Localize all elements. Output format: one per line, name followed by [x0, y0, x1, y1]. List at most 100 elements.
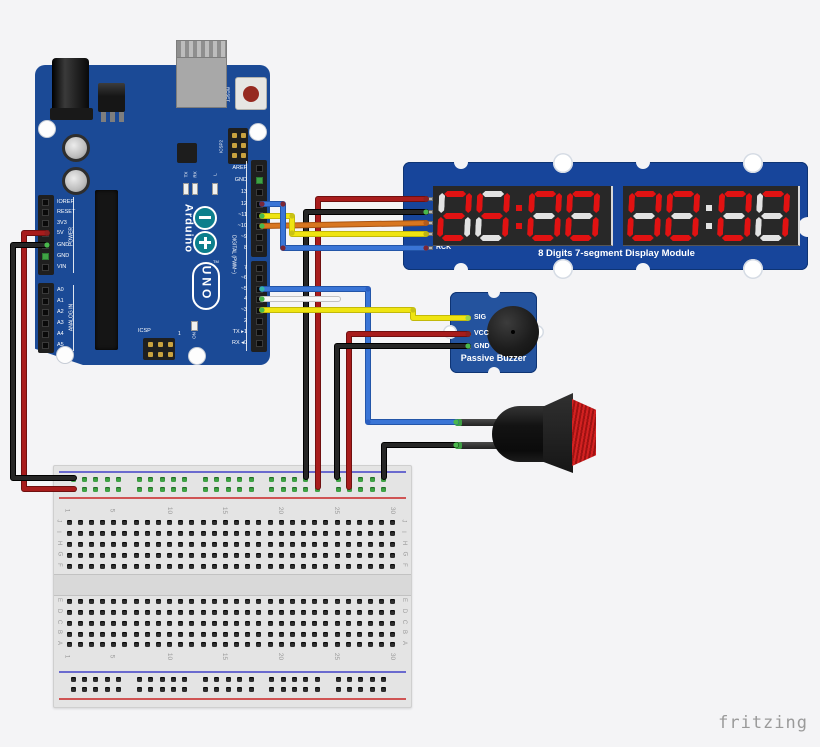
- rail-hole[interactable]: [81, 486, 87, 492]
- breadboard-hole[interactable]: [323, 631, 329, 637]
- breadboard-hole[interactable]: [77, 641, 83, 647]
- breadboard-hole[interactable]: [189, 641, 195, 647]
- breadboard-hole[interactable]: [66, 609, 72, 615]
- breadboard-hole[interactable]: [189, 552, 195, 558]
- breadboard-hole[interactable]: [133, 641, 139, 647]
- breadboard-hole[interactable]: [104, 676, 110, 682]
- breadboard-hole[interactable]: [66, 530, 72, 536]
- breadboard-hole[interactable]: [167, 609, 173, 615]
- breadboard-hole[interactable]: [66, 519, 72, 525]
- breadboard-hole[interactable]: [323, 598, 329, 604]
- digital-pin-AREF[interactable]: [255, 164, 263, 172]
- rail-hole[interactable]: [203, 486, 208, 492]
- breadboard-hole[interactable]: [222, 541, 228, 547]
- breadboard-hole[interactable]: [245, 541, 251, 547]
- breadboard-hole[interactable]: [234, 631, 240, 637]
- breadboard-hole[interactable]: [312, 563, 318, 569]
- breadboard-hole[interactable]: [93, 676, 99, 682]
- breadboard-hole[interactable]: [144, 519, 150, 525]
- rail-hole[interactable]: [214, 476, 220, 482]
- rail-hole[interactable]: [237, 476, 243, 482]
- breadboard-hole[interactable]: [178, 530, 184, 536]
- breadboard-hole[interactable]: [155, 519, 161, 525]
- breadboard-hole[interactable]: [148, 686, 154, 692]
- connection-dot[interactable]: [365, 286, 371, 292]
- seven-segment-display-module[interactable]: VCC GND DIO SCK RCK 8 Digits 7-segment D…: [403, 153, 818, 279]
- breadboard-hole[interactable]: [267, 552, 273, 558]
- breadboard-hole[interactable]: [144, 620, 150, 626]
- breadboard-hole[interactable]: [245, 530, 251, 536]
- breadboard-hole[interactable]: [334, 519, 340, 525]
- breadboard-hole[interactable]: [379, 552, 385, 558]
- power-pin-RESET[interactable]: [41, 208, 49, 216]
- breadboard-hole[interactable]: [222, 609, 228, 615]
- breadboard-hole[interactable]: [211, 609, 217, 615]
- buzzer-pin-gnd[interactable]: GND: [474, 343, 490, 350]
- digital-pin-~6[interactable]: [255, 274, 263, 282]
- rail-hole[interactable]: [182, 486, 188, 492]
- breadboard-hole[interactable]: [144, 563, 150, 569]
- breadboard-hole[interactable]: [312, 631, 318, 637]
- rail-hole[interactable]: [248, 486, 254, 492]
- breadboard-hole[interactable]: [248, 686, 254, 692]
- breadboard-hole[interactable]: [200, 609, 206, 615]
- breadboard-hole[interactable]: [368, 620, 374, 626]
- rail-hole[interactable]: [280, 476, 286, 482]
- wire-buzzer-sig-yellow[interactable]: [260, 308, 470, 320]
- breadboard-hole[interactable]: [278, 519, 284, 525]
- breadboard-hole[interactable]: [100, 519, 105, 525]
- breadboard-hole[interactable]: [81, 686, 87, 692]
- breadboard-hole[interactable]: [379, 641, 385, 647]
- wire-dio-orange[interactable]: [260, 221, 428, 228]
- breadboard-hole[interactable]: [234, 641, 240, 647]
- breadboard-hole[interactable]: [144, 530, 150, 536]
- breadboard-hole[interactable]: [222, 641, 228, 647]
- breadboard-hole[interactable]: [368, 609, 374, 615]
- rail-hole[interactable]: [116, 476, 122, 482]
- breadboard-hole[interactable]: [292, 686, 297, 692]
- breadboard-hole[interactable]: [245, 598, 251, 604]
- connected-gnd-pin[interactable]: [255, 176, 263, 184]
- breadboard-hole[interactable]: [356, 641, 362, 647]
- breadboard-hole[interactable]: [334, 598, 340, 604]
- breadboard-hole[interactable]: [278, 631, 284, 637]
- connection-dot[interactable]: [280, 201, 286, 207]
- breadboard-hole[interactable]: [144, 609, 150, 615]
- breadboard-hole[interactable]: [100, 541, 105, 547]
- rail-hole[interactable]: [214, 486, 220, 492]
- breadboard-hole[interactable]: [289, 641, 295, 647]
- wire-button-blue[interactable]: [260, 287, 458, 424]
- breadboard-hole[interactable]: [345, 609, 351, 615]
- breadboard-hole[interactable]: [390, 541, 396, 547]
- digital-pin-~5[interactable]: [255, 285, 263, 293]
- breadboard-hole[interactable]: [189, 519, 195, 525]
- breadboard-hole[interactable]: [314, 686, 320, 692]
- breadboard-hole[interactable]: [170, 686, 176, 692]
- breadboard-hole[interactable]: [267, 563, 273, 569]
- wire-sck-yellow[interactable]: [260, 214, 428, 236]
- breadboard-hole[interactable]: [136, 676, 142, 682]
- breadboard-hole[interactable]: [368, 541, 374, 547]
- breadboard-hole[interactable]: [167, 519, 173, 525]
- button-body[interactable]: [492, 406, 552, 462]
- digital-pin-~11[interactable]: [255, 211, 263, 219]
- breadboard-hole[interactable]: [178, 641, 184, 647]
- breadboard-hole[interactable]: [178, 609, 184, 615]
- breadboard-hole[interactable]: [368, 552, 374, 558]
- breadboard-hole[interactable]: [200, 563, 206, 569]
- breadboard-hole[interactable]: [116, 676, 122, 682]
- breadboard-hole[interactable]: [88, 598, 94, 604]
- breadboard-hole[interactable]: [211, 631, 217, 637]
- breadboard-hole[interactable]: [222, 552, 228, 558]
- breadboard-hole[interactable]: [222, 631, 228, 637]
- breadboard-hole[interactable]: [133, 620, 139, 626]
- digital-pin-12[interactable]: [255, 200, 263, 208]
- breadboard-hole[interactable]: [122, 620, 128, 626]
- breadboard-hole[interactable]: [77, 541, 83, 547]
- breadboard-hole[interactable]: [278, 530, 284, 536]
- breadboard-hole[interactable]: [256, 641, 262, 647]
- breadboard-hole[interactable]: [379, 563, 385, 569]
- breadboard-hole[interactable]: [323, 530, 329, 536]
- breadboard-hole[interactable]: [70, 676, 76, 682]
- breadboard-hole[interactable]: [390, 552, 396, 558]
